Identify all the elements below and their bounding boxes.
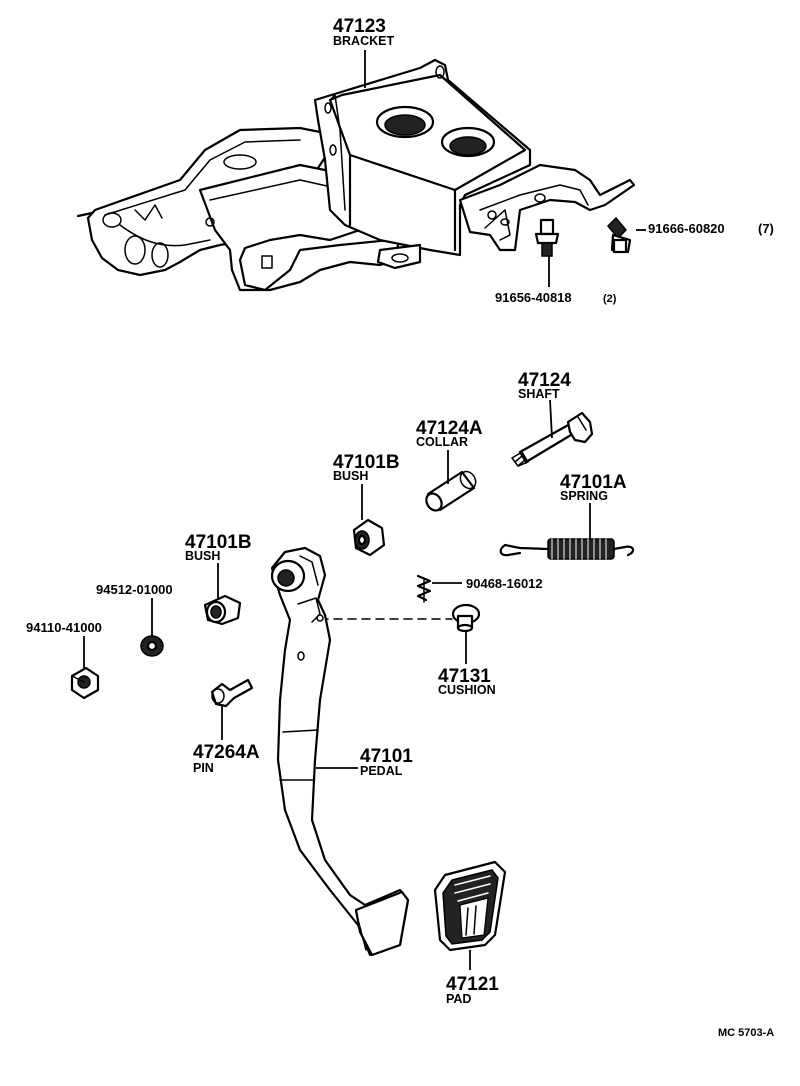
pin-part [210, 678, 254, 708]
label-pin-clip-number: 90468-16012 [466, 576, 543, 591]
label-cushion-number: 47131 [438, 666, 491, 687]
label-pin-name: PIN [193, 761, 214, 775]
label-spring-name: SPRING [560, 489, 608, 503]
reference-code: MC 5703-A [718, 1027, 774, 1039]
label-bracket-number: 47123 [333, 16, 386, 37]
label-collar-number: 47124A [416, 418, 483, 439]
bracket-part [76, 58, 636, 292]
label-bush-left-name: BUSH [185, 549, 220, 563]
bolt-91666-part [606, 216, 632, 254]
label-pad-name: PAD [446, 992, 471, 1006]
leader-lines [83, 50, 646, 970]
label-bush-top-name: BUSH [333, 469, 368, 483]
label-shaft-name: SHAFT [518, 387, 560, 401]
label-bolt2-qty: (2) [603, 293, 617, 305]
bolt-91656-part [534, 218, 560, 257]
label-washer-number: 94512-01000 [96, 582, 173, 597]
nut-part [70, 666, 100, 700]
pin-clip-part [416, 574, 432, 603]
label-spring-number: 47101A [560, 472, 627, 493]
label-cushion-name: CUSHION [438, 683, 496, 697]
label-nut-number: 94110-41000 [26, 620, 102, 635]
label-pin-number: 47264A [193, 742, 260, 763]
washer-part [140, 635, 164, 657]
label-pedal-number: 47101 [360, 746, 413, 767]
bush-top-part [352, 518, 386, 557]
label-bolt2-number: 91656-40818 [495, 290, 572, 305]
label-collar-name: COLLAR [416, 435, 468, 449]
label-bracket-name: BRACKET [333, 34, 394, 48]
label-bush-top-number: 47101B [333, 452, 400, 473]
label-bush-left-number: 47101B [185, 532, 252, 553]
shaft-part [511, 411, 594, 467]
collar-part [425, 470, 477, 512]
label-pedal-name: PEDAL [360, 764, 403, 778]
label-pad-number: 47121 [446, 974, 499, 995]
pedal-part [270, 546, 410, 957]
spring-part [499, 538, 635, 560]
label-bolt1-number: 91666-60820 [648, 221, 725, 236]
label-shaft-number: 47124 [518, 370, 571, 391]
label-bolt1-qty: (7) [758, 221, 774, 236]
cushion-part [451, 603, 481, 633]
pad-part [433, 860, 507, 952]
bush-left-part [203, 594, 242, 626]
